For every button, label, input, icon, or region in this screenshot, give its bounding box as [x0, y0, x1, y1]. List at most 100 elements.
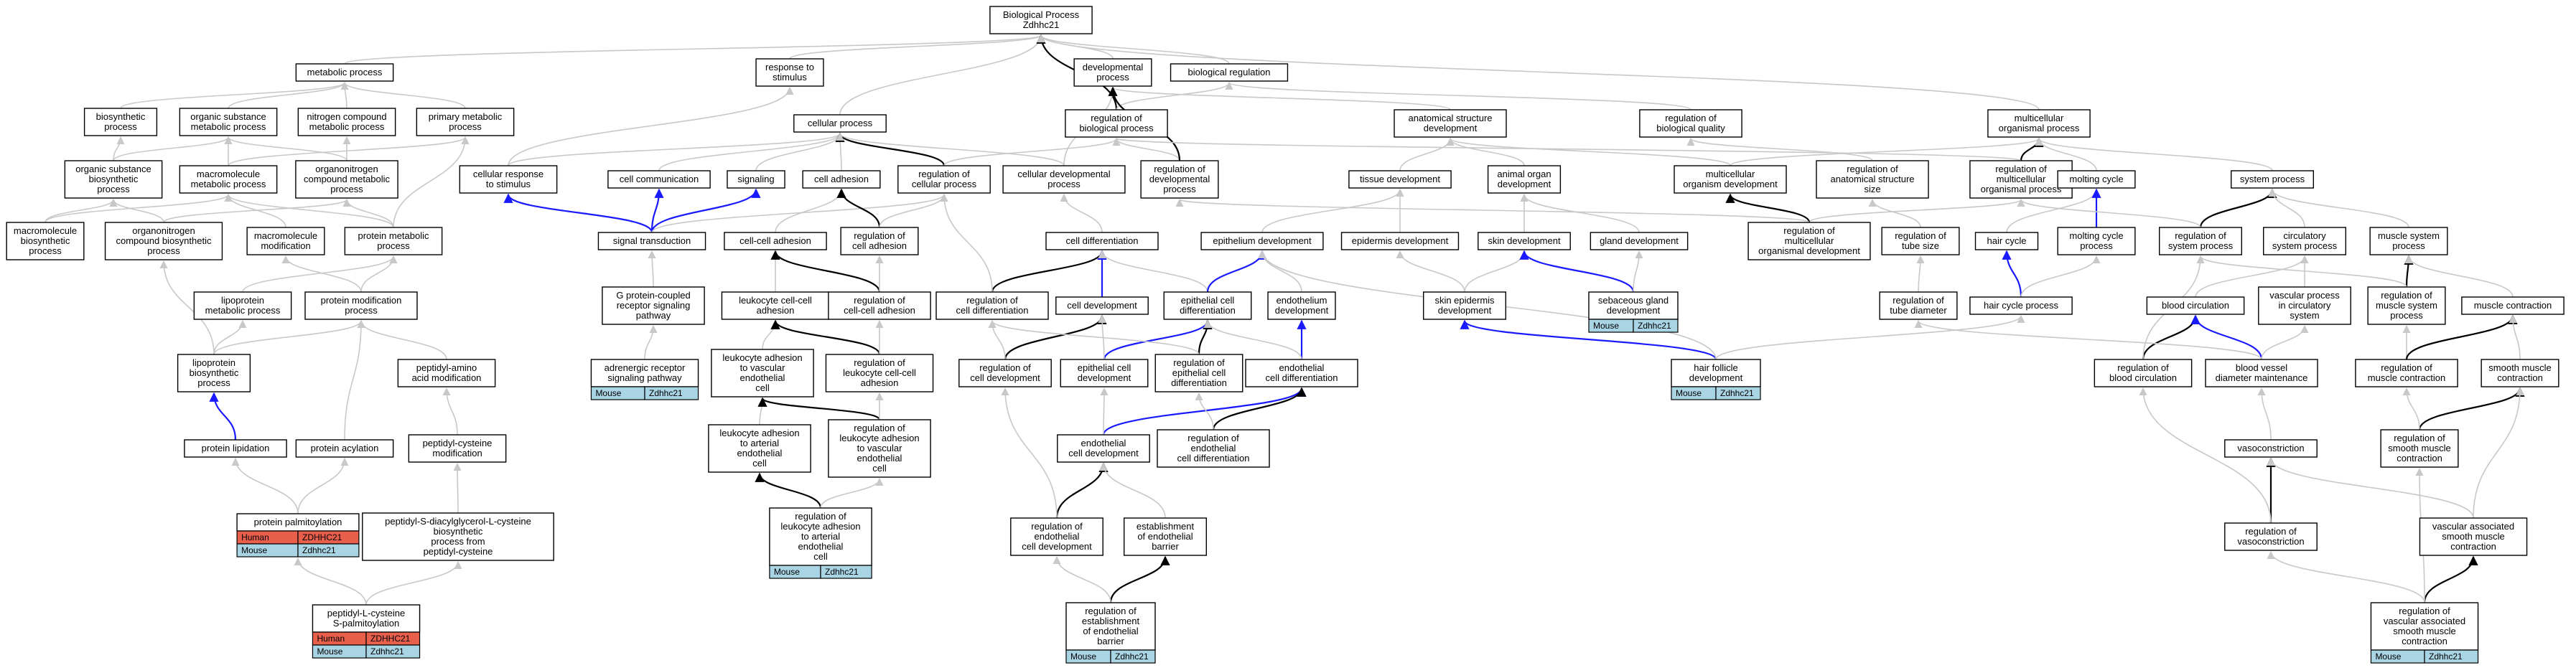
- go-node-cell-cell-adhesion[interactable]: cell-cell adhesion: [724, 232, 827, 250]
- go-node-hair-cycle-process[interactable]: hair cycle process: [1969, 296, 2073, 315]
- go-node-cell-differentiation[interactable]: cell differentiation: [1045, 232, 1159, 250]
- go-node-cellular-process[interactable]: cellular process: [793, 114, 887, 133]
- go-node-epidermis-development[interactable]: epidermis development: [1340, 232, 1460, 250]
- go-node-peptidyl-l-cysteine-s-palmitoylation[interactable]: peptidyl-L-cysteineS-palmitoylationHuman…: [312, 604, 421, 659]
- go-node-system-process[interactable]: system process: [2230, 170, 2314, 189]
- go-node-epithelium-development[interactable]: epithelium development: [1200, 232, 1324, 250]
- go-node-cell-communication[interactable]: cell communication: [607, 170, 711, 189]
- go-node-gland-development[interactable]: gland development: [1590, 232, 1689, 250]
- go-node-biological-regulation[interactable]: biological regulation: [1170, 63, 1289, 82]
- go-node-molting-cycle[interactable]: molting cycle: [2057, 170, 2136, 189]
- go-node-protein-acylation[interactable]: protein acylation: [295, 439, 394, 458]
- go-node-peptidyl-s-diacylglycerol-l-cysteine-biosynthetic-process-from-peptidyl-cysteine[interactable]: peptidyl-S-diacylglycerol-L-cysteinebios…: [362, 512, 554, 561]
- go-node-protein-lipidation[interactable]: protein lipidation: [184, 439, 287, 458]
- go-node-vasoconstriction[interactable]: vasoconstriction: [2224, 439, 2318, 458]
- go-node-hair-cycle[interactable]: hair cycle: [1974, 232, 2039, 250]
- go-node-muscle-contraction[interactable]: muscle contraction: [2461, 296, 2565, 315]
- go-node-cell-adhesion[interactable]: cell adhesion: [802, 170, 881, 189]
- go-node-blood-circulation[interactable]: blood circulation: [2146, 296, 2245, 315]
- go-node-signaling[interactable]: signaling: [727, 170, 785, 189]
- go-node-cell-development[interactable]: cell development: [1055, 296, 1149, 315]
- go-node-skin-development[interactable]: skin development: [1478, 232, 1571, 250]
- go-node-signal-transduction[interactable]: signal transduction: [597, 232, 706, 250]
- go-node-tissue-development[interactable]: tissue development: [1348, 170, 1452, 189]
- go-node-metabolic-process[interactable]: metabolic process: [295, 63, 394, 82]
